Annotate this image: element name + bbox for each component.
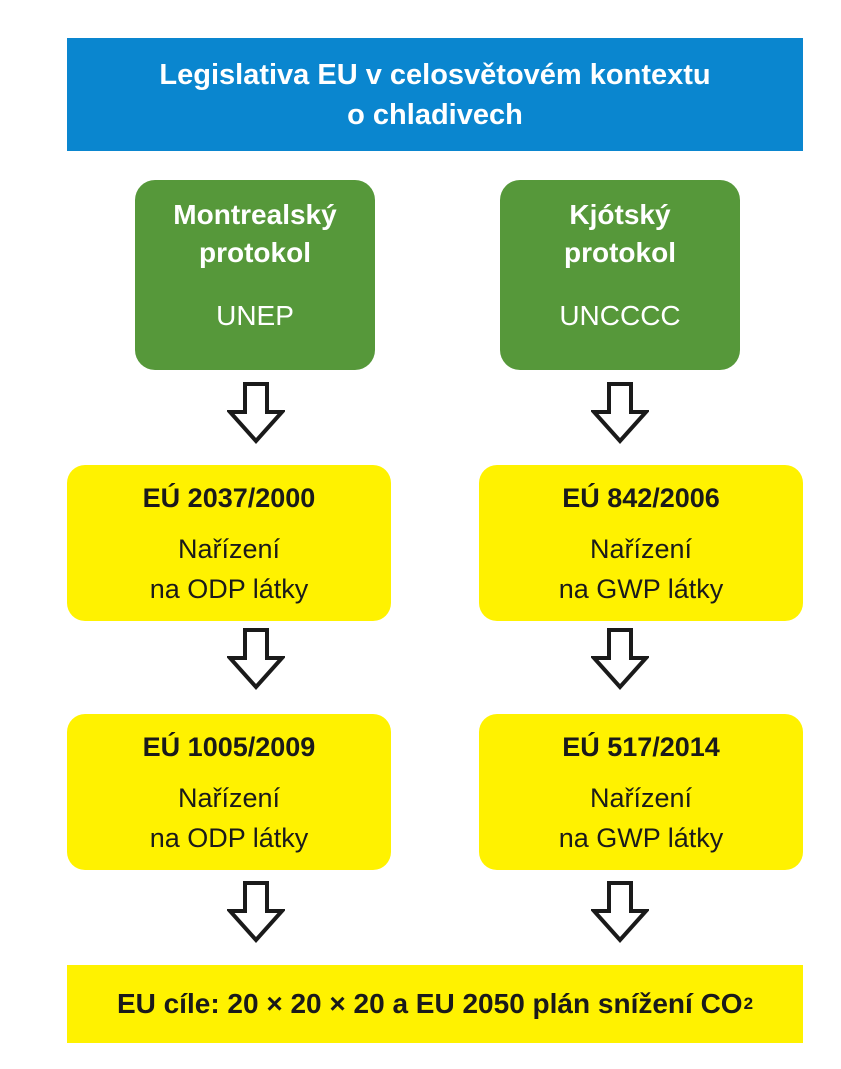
regulation-desc-line-2: na GWP látky	[558, 574, 724, 604]
down-arrow-icon	[227, 628, 285, 690]
regulation-desc-line-2: na ODP látky	[149, 823, 309, 853]
regulation-desc-line-1: Nařízení	[177, 783, 281, 813]
protocol-name-line-2: protokol	[199, 237, 311, 268]
kyoto-protocol-box: Kjótský protokol UNCCCC	[500, 180, 740, 370]
regulation-number: EÚ 842/2006	[562, 483, 720, 513]
regulation-desc-line-1: Nařízení	[589, 783, 693, 813]
regulation-box-517-2014: EÚ 517/2014 Nařízení na GWP látky	[479, 714, 803, 870]
down-arrow-icon	[591, 881, 649, 943]
regulation-description: Nařízení na ODP látky	[67, 778, 391, 858]
protocol-organization: UNEP	[216, 300, 294, 331]
diagram-title: Legislativa EU v celosvětovém kontextu o…	[67, 38, 803, 151]
regulation-desc-line-2: na ODP látky	[149, 574, 309, 604]
protocol-name-line-2: protokol	[564, 237, 676, 268]
regulation-box-2037-2000: EÚ 2037/2000 Nařízení na ODP látky	[67, 465, 391, 621]
regulation-number: EÚ 2037/2000	[142, 483, 316, 513]
title-line-2: o chladivech	[347, 98, 523, 131]
regulation-number: EÚ 517/2014	[562, 732, 720, 762]
regulation-description: Nařízení na GWP látky	[479, 778, 803, 858]
co2-subscript: 2	[743, 994, 754, 1013]
down-arrow-icon	[227, 382, 285, 444]
montreal-protocol-box: Montrealský protokol UNEP	[135, 180, 375, 370]
regulation-description: Nařízení na ODP látky	[67, 529, 391, 609]
eu-goals-text: EU cíle: 20 × 20 × 20 a EU 2050 plán sní…	[116, 988, 743, 1019]
down-arrow-icon	[227, 881, 285, 943]
regulation-box-842-2006: EÚ 842/2006 Nařízení na GWP látky	[479, 465, 803, 621]
title-line-1: Legislativa EU v celosvětovém kontextu	[159, 58, 711, 91]
regulation-desc-line-1: Nařízení	[589, 534, 693, 564]
protocol-name-line-1: Montrealský	[173, 199, 337, 230]
regulation-number: EÚ 1005/2009	[142, 732, 316, 762]
down-arrow-icon	[591, 628, 649, 690]
protocol-organization: UNCCCC	[559, 300, 681, 331]
regulation-box-1005-2009: EÚ 1005/2009 Nařízení na ODP látky	[67, 714, 391, 870]
eu-goals-banner: EU cíle: 20 × 20 × 20 a EU 2050 plán sní…	[67, 965, 803, 1043]
regulation-desc-line-1: Nařízení	[177, 534, 281, 564]
down-arrow-icon	[591, 382, 649, 444]
regulation-desc-line-2: na GWP látky	[558, 823, 724, 853]
regulation-description: Nařízení na GWP látky	[479, 529, 803, 609]
protocol-name-line-1: Kjótský	[569, 199, 671, 230]
